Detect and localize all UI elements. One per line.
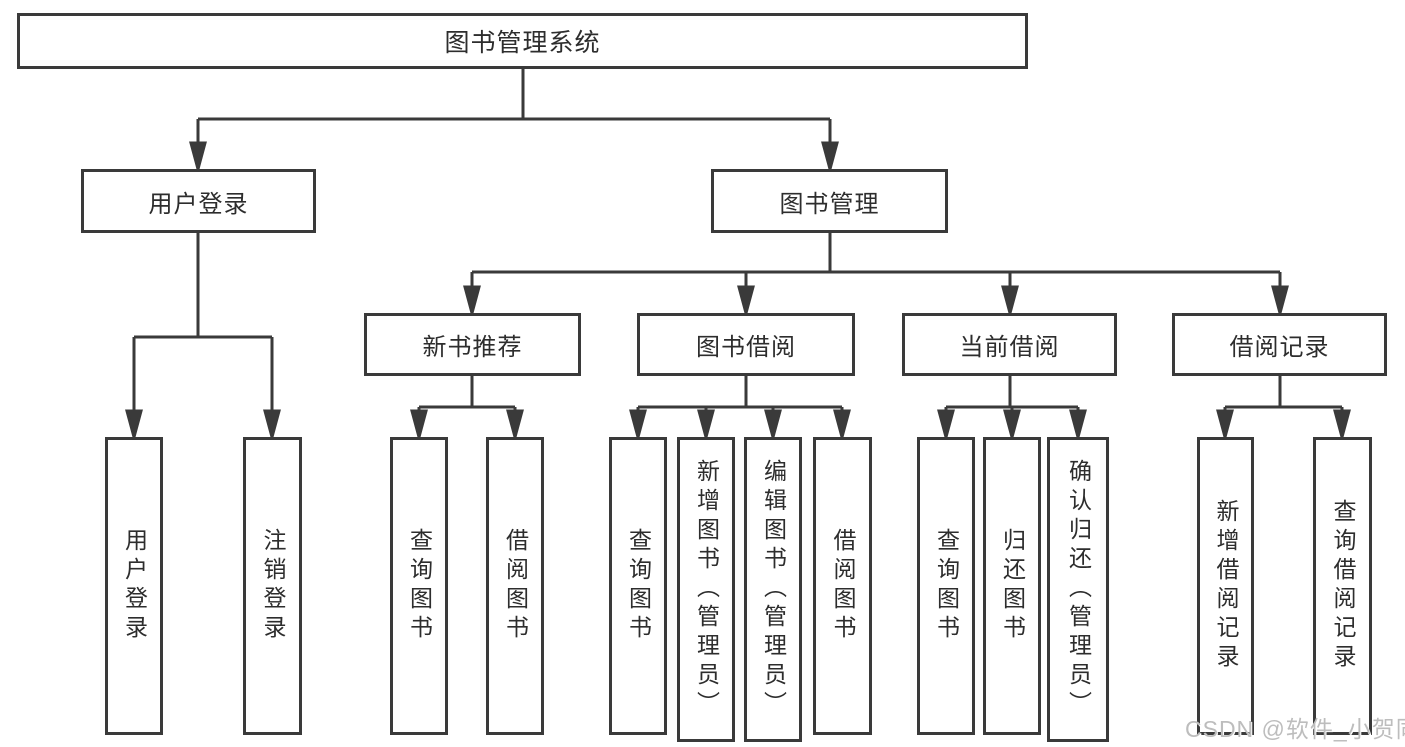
- connector-current-borrow: [937, 376, 1087, 443]
- leaf-add-borrow-record: 新增借阅记录: [1197, 437, 1254, 735]
- leaf-user-login: 用户登录: [105, 437, 163, 735]
- leaf-return-books: 归还图书: [983, 437, 1041, 735]
- node-new-book-recommend: 新书推荐: [364, 313, 581, 376]
- leaf-query-books-borrow: 查询图书: [609, 437, 667, 735]
- leaf-logout: 注销登录: [243, 437, 302, 735]
- node-book-borrow: 图书借阅: [637, 313, 855, 376]
- node-root: 图书管理系统: [17, 13, 1028, 69]
- connector-borrow-records: [1216, 376, 1351, 443]
- connector-user-login: [125, 233, 281, 443]
- watermark: CSDN @软件_小贺同学: [1185, 716, 1405, 742]
- node-book-management: 图书管理: [711, 169, 948, 233]
- connector-root: [189, 69, 839, 175]
- leaf-confirm-return-admin: 确认归还（管理员）: [1047, 437, 1109, 742]
- leaf-borrow-books-recommend: 借阅图书: [486, 437, 544, 735]
- connector-book-borrow: [629, 376, 851, 443]
- node-current-borrow: 当前借阅: [902, 313, 1117, 376]
- connector-new-book-recommend: [410, 376, 524, 443]
- leaf-add-books-admin: 新增图书（管理员）: [677, 437, 735, 742]
- leaf-query-books-current: 查询图书: [917, 437, 975, 735]
- connector-book-management: [463, 233, 1289, 319]
- leaf-query-borrow-record: 查询借阅记录: [1313, 437, 1372, 735]
- node-borrow-records: 借阅记录: [1172, 313, 1387, 376]
- leaf-edit-books-admin: 编辑图书（管理员）: [744, 437, 802, 742]
- node-user-login: 用户登录: [81, 169, 316, 233]
- leaf-query-books-recommend: 查询图书: [390, 437, 448, 735]
- leaf-borrow-books: 借阅图书: [813, 437, 872, 735]
